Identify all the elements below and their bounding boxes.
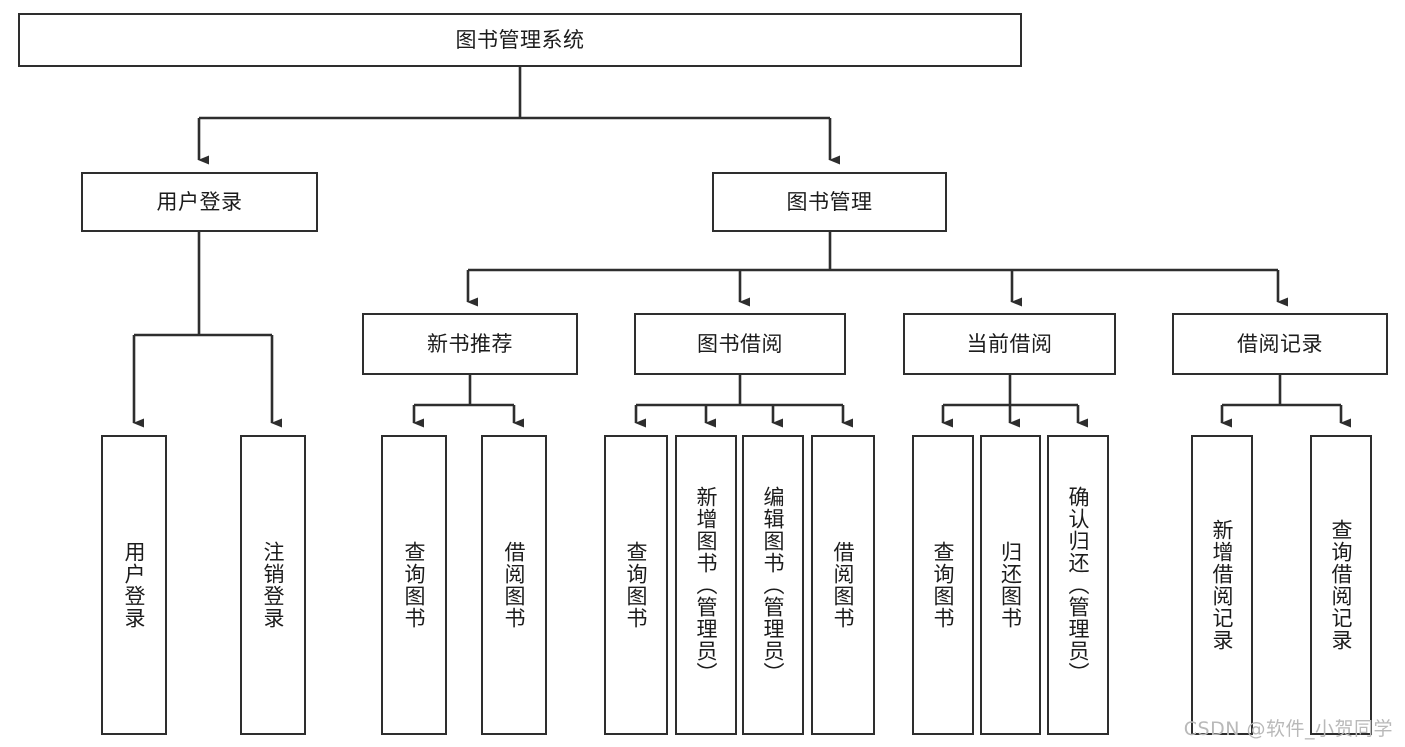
leaf-return-book-label: 归还图书 — [998, 541, 1023, 629]
leaf-add-borrow-record[interactable]: 新增借阅记录 — [1191, 435, 1253, 735]
leaf-add-borrow-record-label: 新增借阅记录 — [1210, 519, 1235, 651]
node-current-borrow-label: 当前借阅 — [966, 331, 1053, 356]
node-root-label: 图书管理系统 — [455, 27, 585, 52]
node-new-book-recommend-label: 新书推荐 — [427, 331, 513, 356]
leaf-query-book-1-label: 查询图书 — [402, 541, 427, 629]
node-current-borrow[interactable]: 当前借阅 — [903, 313, 1116, 375]
leaf-add-book-admin-label: 新增图书（管理员） — [694, 486, 719, 684]
leaf-query-borrow-record-label: 查询借阅记录 — [1329, 519, 1354, 651]
leaf-logout-label: 注销登录 — [261, 541, 286, 629]
node-user-login-label: 用户登录 — [156, 189, 243, 214]
node-book-management[interactable]: 图书管理 — [712, 172, 947, 232]
leaf-query-book-1[interactable]: 查询图书 — [381, 435, 447, 735]
node-new-book-recommend[interactable]: 新书推荐 — [362, 313, 578, 375]
leaf-confirm-return-admin-label: 确认归还（管理员） — [1066, 486, 1091, 684]
leaf-user-login[interactable]: 用户登录 — [101, 435, 167, 735]
leaf-query-book-2-label: 查询图书 — [624, 541, 649, 629]
node-book-borrow-label: 图书借阅 — [697, 331, 783, 356]
leaf-confirm-return-admin[interactable]: 确认归还（管理员） — [1047, 435, 1109, 735]
leaf-edit-book-admin[interactable]: 编辑图书（管理员） — [742, 435, 804, 735]
node-book-borrow[interactable]: 图书借阅 — [634, 313, 846, 375]
leaf-borrow-book-1-label: 借阅图书 — [502, 541, 527, 629]
leaf-return-book[interactable]: 归还图书 — [980, 435, 1041, 735]
node-borrow-record-label: 借阅记录 — [1237, 331, 1323, 356]
node-root[interactable]: 图书管理系统 — [18, 13, 1022, 67]
leaf-user-login-label: 用户登录 — [122, 541, 147, 629]
leaf-query-book-2[interactable]: 查询图书 — [604, 435, 668, 735]
leaf-borrow-book-2[interactable]: 借阅图书 — [811, 435, 875, 735]
leaf-query-borrow-record[interactable]: 查询借阅记录 — [1310, 435, 1372, 735]
node-book-management-label: 图书管理 — [786, 189, 873, 214]
node-user-login[interactable]: 用户登录 — [81, 172, 318, 232]
leaf-add-book-admin[interactable]: 新增图书（管理员） — [675, 435, 737, 735]
leaf-logout[interactable]: 注销登录 — [240, 435, 306, 735]
leaf-borrow-book-2-label: 借阅图书 — [831, 541, 856, 629]
leaf-borrow-book-1[interactable]: 借阅图书 — [481, 435, 547, 735]
leaf-query-book-3-label: 查询图书 — [931, 541, 956, 629]
leaf-query-book-3[interactable]: 查询图书 — [912, 435, 974, 735]
node-borrow-record[interactable]: 借阅记录 — [1172, 313, 1388, 375]
leaf-edit-book-admin-label: 编辑图书（管理员） — [761, 486, 786, 684]
